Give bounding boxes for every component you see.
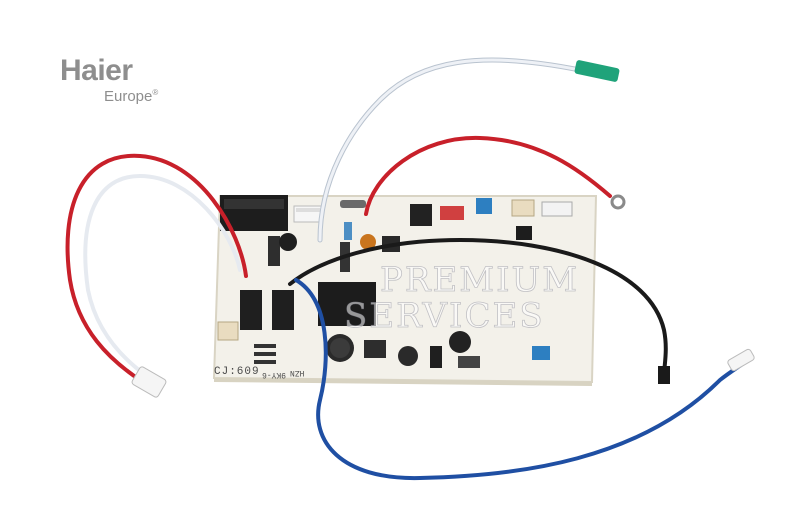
wire-black bbox=[288, 237, 668, 378]
wire-red-top bbox=[364, 135, 612, 216]
connector-white-right bbox=[727, 348, 755, 372]
terminal-green bbox=[574, 60, 620, 82]
premium-services-watermark: PREMIUM SERVICES bbox=[344, 260, 580, 336]
board-marking-hzn: HZN bbox=[290, 368, 305, 377]
wire-red-white-left bbox=[65, 153, 248, 382]
board-marking-wky: 9KY-6 bbox=[262, 370, 287, 379]
logo-region: Europe® bbox=[104, 88, 159, 105]
logo-wordmark: Haier bbox=[60, 54, 133, 87]
board-model-code: CJ:609 bbox=[214, 366, 260, 378]
haier-europe-logo: Haier Europe® bbox=[60, 54, 180, 114]
ring-terminal-red bbox=[610, 194, 626, 210]
connector-white-left bbox=[131, 366, 167, 398]
wire-blue bbox=[294, 278, 750, 481]
wire-white-top bbox=[317, 57, 583, 243]
terminal-black bbox=[658, 366, 670, 384]
pcb-components bbox=[217, 195, 573, 368]
